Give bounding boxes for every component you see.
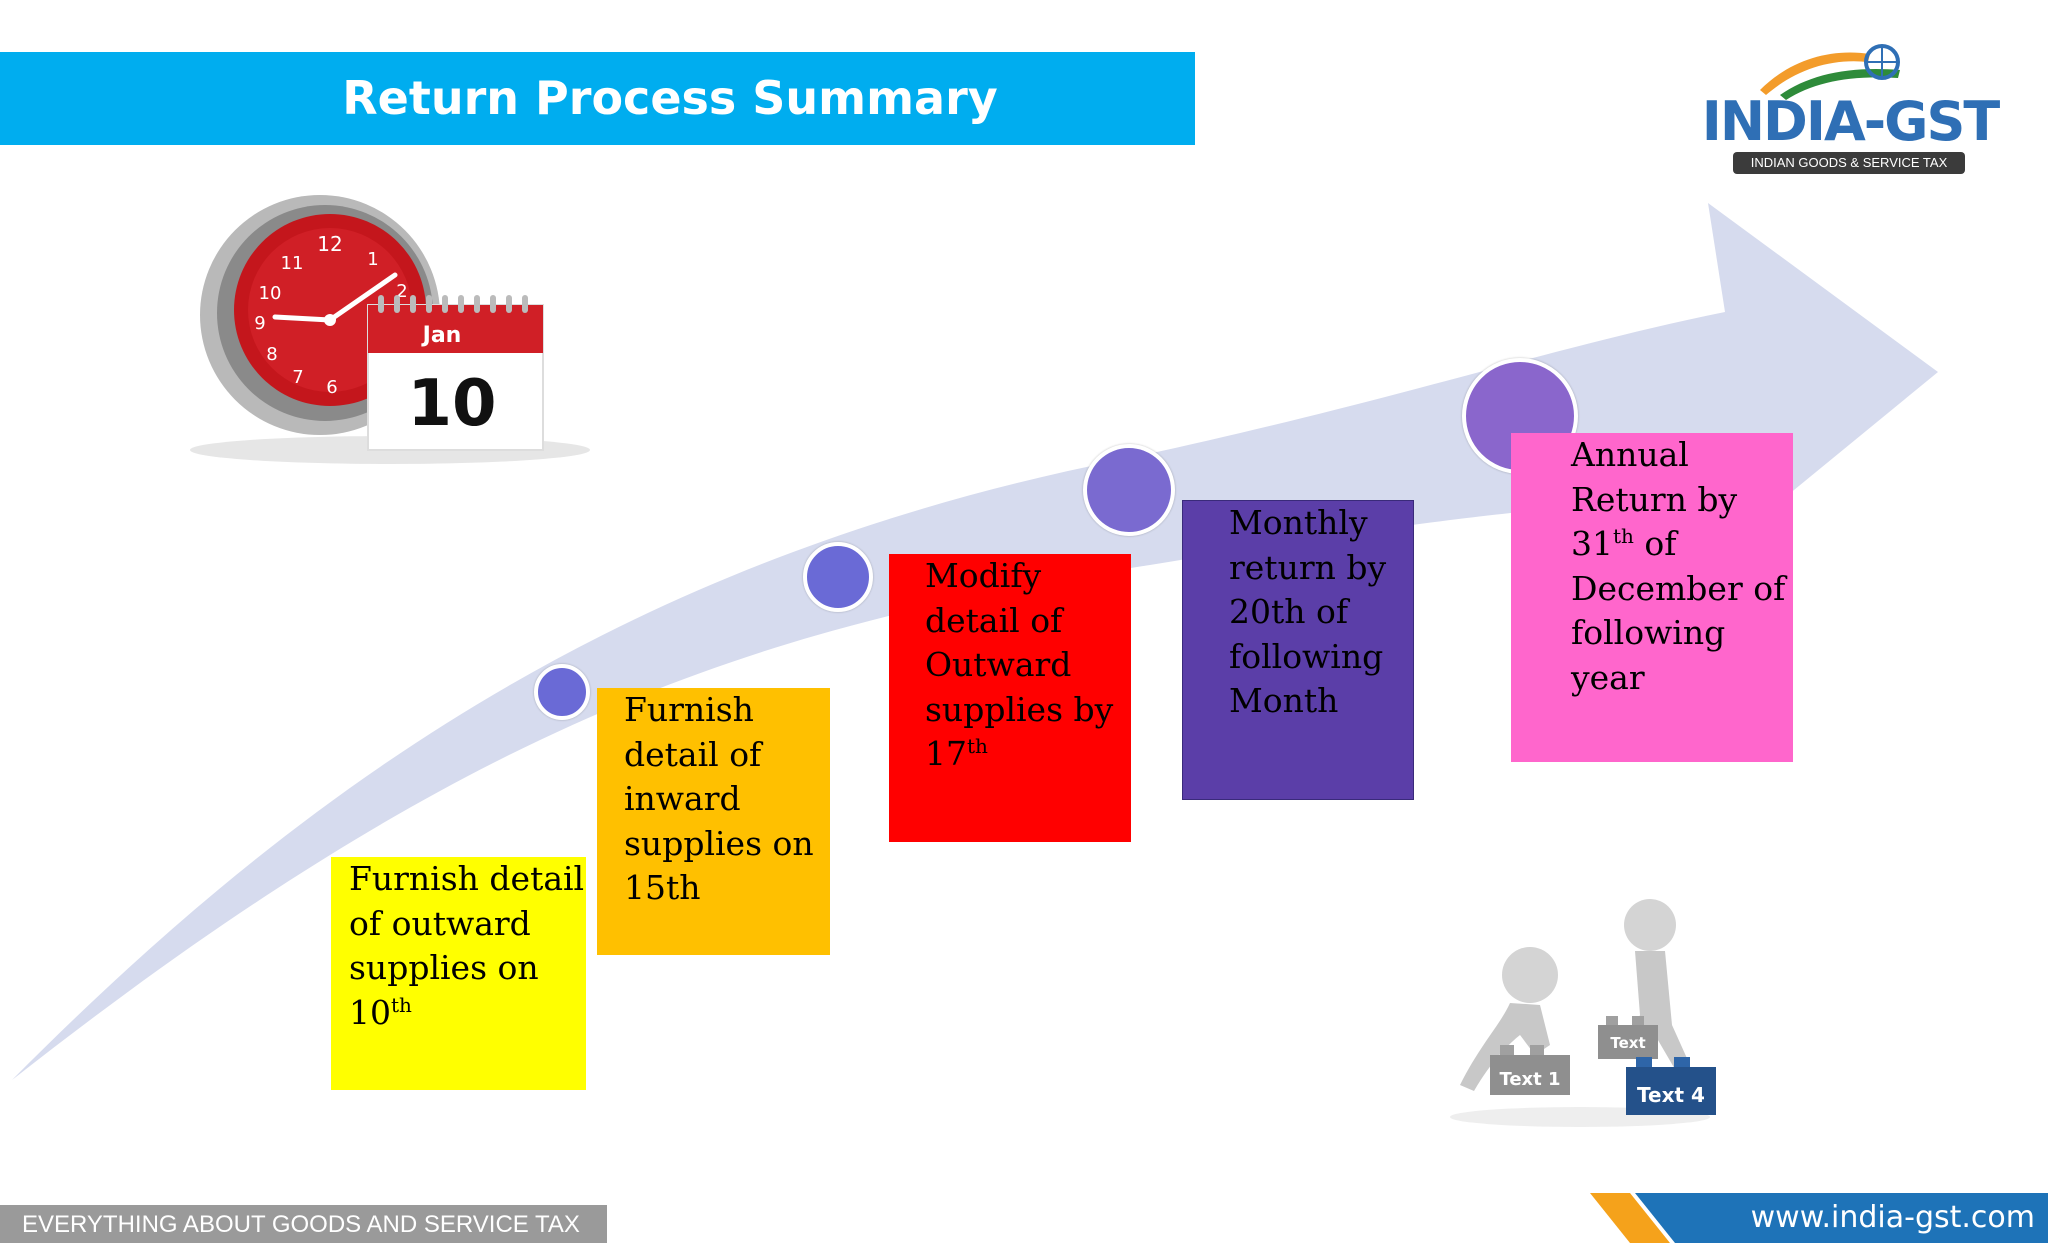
progress-arrow-shape [12, 203, 1938, 1080]
step-superscript: th [391, 992, 412, 1017]
people-blocks-illustration: Text 1 Text Text 4 [1450, 899, 1716, 1127]
clock-number: 11 [281, 253, 304, 274]
calendar-day: 10 [407, 367, 496, 441]
clock-number: 9 [254, 313, 265, 334]
clock-number: 10 [259, 283, 282, 304]
block-label: Text 4 [1637, 1083, 1705, 1107]
footer-website-link[interactable]: www.india-gst.com [1750, 1200, 2035, 1235]
title-bar: Return Process Summary [0, 52, 1195, 145]
clock-number: 6 [326, 377, 337, 398]
step-box-modify-outward: Modify detail of Outward supplies by 17t… [889, 554, 1131, 842]
step-text-tail: of December of following year [1571, 524, 1786, 697]
clock-calendar-illustration: 12 1 2 10 11 9 8 7 6 Jan 10 [190, 195, 590, 464]
step-text: Furnish detail of outward supplies on 10 [349, 859, 585, 1032]
step-marker-dot [803, 542, 873, 612]
block-label: Text 1 [1499, 1069, 1560, 1090]
step-marker-dot [1083, 444, 1175, 536]
india-gst-logo: INDIA-GST INDIAN GOODS & SERVICE TAX [1700, 40, 2000, 180]
clock-number: 8 [266, 344, 277, 365]
step-box-inward-supplies: Furnish detail of inward supplies on 15t… [597, 688, 830, 955]
logo-wordmark: INDIA-GST [1701, 90, 2000, 153]
step-superscript: th [967, 734, 988, 758]
step-text: Monthly return by 20th of following Mont… [1229, 503, 1387, 720]
calendar-icon: Jan 10 [367, 295, 544, 451]
step-marker-dot [534, 664, 590, 720]
page-title: Return Process Summary [342, 71, 998, 125]
footer-tagline-bar: EVERYTHING ABOUT GOODS AND SERVICE TAX [0, 1205, 607, 1243]
logo-swoosh-icon [1760, 44, 1900, 100]
clock-number: 2 [396, 281, 407, 302]
step-box-monthly-return: Monthly return by 20th of following Mont… [1182, 500, 1414, 800]
block-icon: Text 1 [1490, 1045, 1570, 1095]
step-box-outward-supplies: Furnish detail of outward supplies on 10… [331, 857, 586, 1090]
footer-tagline: EVERYTHING ABOUT GOODS AND SERVICE TAX [22, 1211, 580, 1238]
step-superscript: th [1613, 524, 1634, 548]
block-icon: Text 4 [1626, 1057, 1716, 1115]
logo-tagline: INDIAN GOODS & SERVICE TAX [1733, 152, 1965, 174]
clock-number: 12 [317, 232, 342, 256]
step-box-annual-return: Annual Return by 31th of December of fol… [1511, 433, 1793, 762]
step-text: Furnish detail of inward supplies on 15t… [624, 690, 814, 907]
step-text: Modify detail of Outward supplies by 17 [925, 556, 1114, 773]
footer-stripe-shape [1590, 1193, 2048, 1243]
clock-number: 1 [367, 249, 378, 270]
block-icon: Text [1598, 1016, 1658, 1059]
clock-number: 7 [292, 367, 303, 388]
footer-website-bar: www.india-gst.com [1590, 1193, 2048, 1243]
step-text: Annual Return by 31 [1571, 435, 1738, 563]
block-label: Text [1610, 1034, 1645, 1052]
calendar-month: Jan [421, 323, 462, 348]
